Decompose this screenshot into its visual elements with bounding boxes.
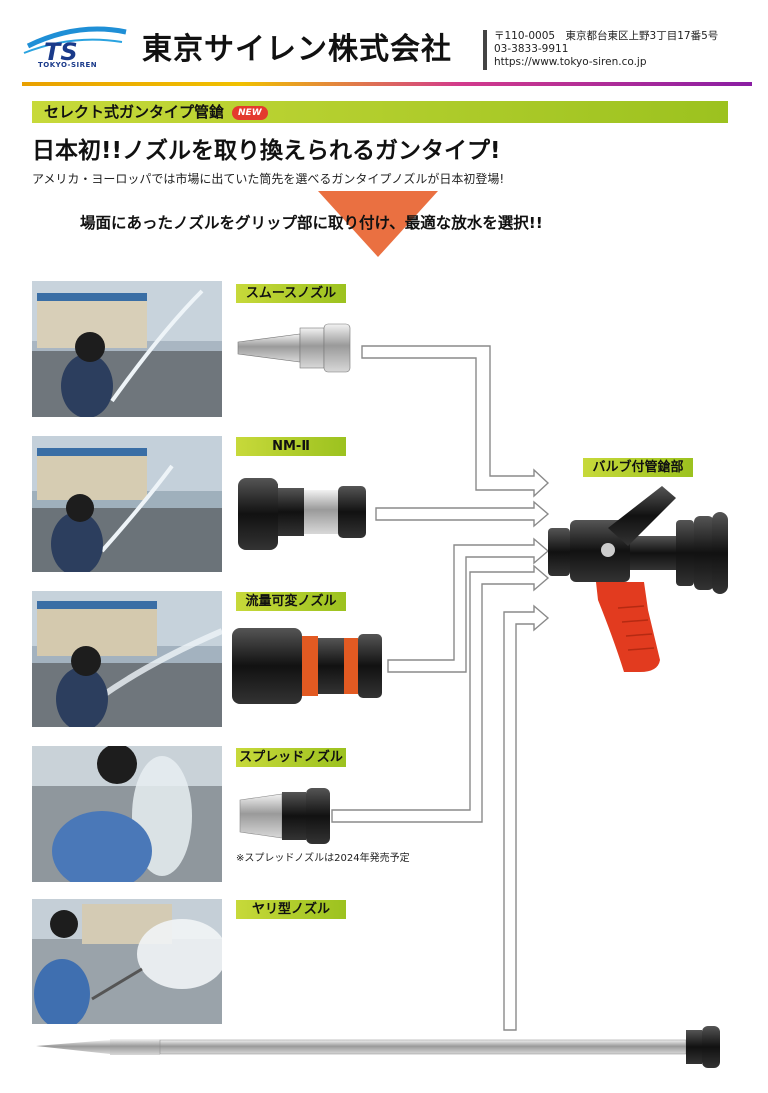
company-name: 東京サイレン株式会社 xyxy=(142,32,452,67)
product-title: セレクト式ガンタイプ管鎗 xyxy=(44,103,225,121)
company-logo: TS xyxy=(22,20,132,68)
variable-nozzle-image xyxy=(232,628,382,704)
callout-arrow xyxy=(318,191,438,257)
spread-nozzle-note: ※スプレッドノズルは2024年発売予定 xyxy=(236,853,410,864)
callout-text: 場面にあったノズルをグリップ部に取り付け、最適な放水を選択!! xyxy=(80,214,543,232)
photo-smooth-nozzle xyxy=(32,281,222,417)
website-link[interactable]: https://www.tokyo-siren.co.jp xyxy=(494,56,647,68)
subline: アメリカ・ヨーロッパでは市場に出ていた筒先を選べるガンタイプノズルが日本初登場! xyxy=(32,172,505,186)
logo-text: TS xyxy=(44,38,78,66)
headline: 日本初!!ノズルを取り換えられるガンタイプ! xyxy=(32,138,501,164)
postal-address: 〒110-0005 東京都台東区上野3丁目17番5号 xyxy=(494,30,719,42)
photo-variable-nozzle xyxy=(32,591,222,727)
logo-subtitle: TOKYO-SIREN xyxy=(38,61,98,69)
label-smooth-nozzle: スムースノズル xyxy=(236,284,346,303)
address-divider xyxy=(483,30,487,70)
new-badge: NEW xyxy=(232,106,268,120)
label-valve-body: バルブ付管鎗部 xyxy=(583,458,693,477)
header-rule xyxy=(22,82,752,86)
phone-number: 03-3833-9911 xyxy=(494,43,569,55)
photo-spread-nozzle xyxy=(32,746,222,882)
photo-nm2-nozzle xyxy=(32,436,222,572)
nm2-nozzle-image xyxy=(238,478,366,550)
spear-nozzle-image xyxy=(36,1026,720,1068)
label-variable-nozzle: 流量可変ノズル xyxy=(236,592,346,611)
label-spread-nozzle: スプレッドノズル xyxy=(236,748,346,767)
spread-nozzle-image xyxy=(239,788,330,844)
label-spear-nozzle: ヤリ型ノズル xyxy=(236,900,346,919)
product-title-bar: セレクト式ガンタイプ管鎗 NEW xyxy=(32,101,728,123)
photo-spear-nozzle xyxy=(32,899,222,1035)
smooth-nozzle-image xyxy=(237,323,351,373)
label-nm2-nozzle: NM-Ⅱ xyxy=(236,437,346,456)
valve-body-image xyxy=(548,486,728,672)
connector-arrows xyxy=(331,345,550,1031)
address-block: 〒110-0005 東京都台東区上野3丁目17番5号 03-3833-9911 … xyxy=(494,30,718,69)
